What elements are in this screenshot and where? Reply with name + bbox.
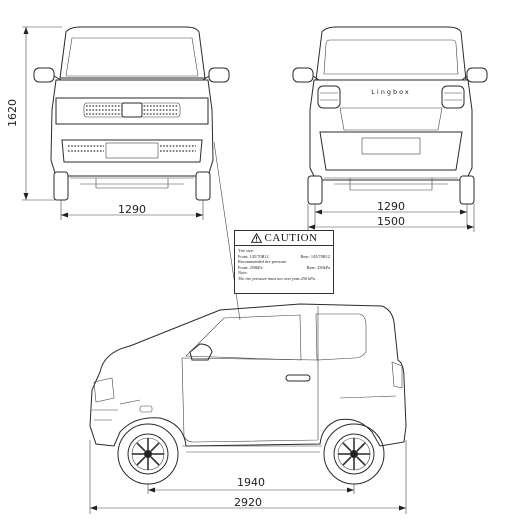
rear-body-top: [315, 26, 467, 81]
side-mirror: [189, 343, 213, 361]
overall-length-label: 2920: [234, 496, 262, 509]
side-headlight: [93, 377, 115, 403]
rear-window: [323, 39, 459, 75]
side-taillight: [391, 361, 403, 389]
caution-header: CAUTION: [235, 231, 333, 246]
rear-view: Lingbox: [292, 26, 488, 205]
rear-left-wheel: [307, 175, 323, 205]
rear-pressure: Rear: 250kPa: [306, 264, 330, 270]
pressure-row: Front: 250kPa Rear: 250kPa: [238, 265, 330, 271]
front-right-wheel: [195, 171, 211, 201]
warning-triangle-icon: [250, 233, 262, 243]
rear-right-mirror: [466, 67, 488, 83]
rear-right-taillight: [441, 85, 465, 109]
caution-title: CAUTION: [264, 232, 318, 244]
front-right-mirror: [208, 67, 230, 83]
tire-size-label: Tire size:: [238, 248, 254, 253]
side-body: [89, 303, 407, 447]
rear-right-wheel: [459, 175, 475, 205]
windshield: [65, 37, 199, 77]
front-track-label: 1290: [118, 203, 146, 216]
rear-track-label: 1290: [377, 200, 405, 213]
front-bumper: [61, 139, 203, 163]
front-body-top: [59, 26, 206, 79]
rear-left-taillight: [317, 85, 341, 109]
front-lower-grille: [68, 145, 196, 152]
front-tire-size: Front: 145/70R12: [238, 253, 269, 259]
rear-tire-size: Rear: 145/70R12: [300, 253, 330, 259]
side-dimensions: [89, 440, 407, 514]
front-light-bar: [55, 97, 209, 125]
rear-plate: [361, 137, 421, 155]
tire-size-row: Front: 145/70R12 Rear: 145/70R12: [238, 254, 330, 260]
side-view: [89, 303, 407, 485]
note-text: The tire pressure must not over past 250…: [238, 275, 315, 281]
rear-wheel: [323, 423, 385, 485]
caution-body: Tire size: Front: 145/70R12 Rear: 145/70…: [235, 246, 333, 284]
front-left-wheel: [53, 171, 69, 201]
front-dimensions: [22, 26, 204, 220]
rear-badge: Lingbox: [371, 88, 410, 96]
front-view: [33, 26, 230, 201]
door-handle: [285, 374, 311, 382]
overall-width-label: 1500: [377, 215, 405, 228]
height-label: 1620: [6, 99, 19, 127]
note-label: Note:: [238, 270, 248, 276]
front-wheel: [117, 423, 179, 485]
front-plate: [105, 142, 159, 159]
rear-dimensions: [307, 204, 475, 232]
front-pressure: Front: 250kPa: [238, 264, 263, 270]
rear-left-mirror: [292, 67, 314, 83]
pressure-label: Recommended tire pressure:: [238, 259, 288, 265]
front-left-mirror: [33, 67, 55, 83]
front-side-window: [185, 314, 302, 361]
caution-label: CAUTION Tire size: Front: 145/70R12 Rear…: [234, 230, 334, 294]
side-door: [181, 357, 319, 443]
rear-side-window: [315, 313, 367, 361]
rear-bumper: [319, 131, 463, 171]
front-logo: [121, 102, 143, 118]
wheelbase-label: 1940: [237, 476, 265, 489]
